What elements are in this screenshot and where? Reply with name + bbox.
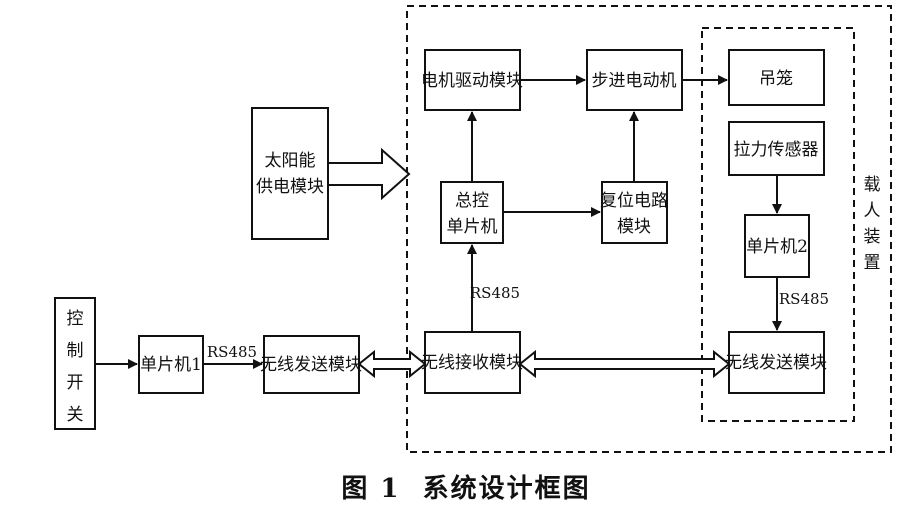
cage-box xyxy=(728,49,825,106)
motor-driver-box xyxy=(424,49,521,111)
arrow-tx-left-rx xyxy=(357,349,427,379)
solar-label-line2: 供电模块 xyxy=(256,177,324,197)
mcu2-label: 单片机2 xyxy=(746,237,808,257)
arrow-solar-to-system xyxy=(327,147,411,201)
tension-label: 拉力传感器 xyxy=(734,140,819,160)
stepper-label: 步进电动机 xyxy=(592,71,677,91)
outer-system-boundary xyxy=(406,5,892,453)
switch-label-char1: 控 xyxy=(67,309,84,329)
main-mcu-label-line2: 单片机 xyxy=(447,217,498,237)
tx-right-box xyxy=(728,331,825,394)
mcu1-label: 单片机1 xyxy=(140,355,202,375)
solar-module-box xyxy=(251,107,329,240)
rs485-mid-label: RS485 xyxy=(470,284,520,302)
mcu1-box xyxy=(138,335,204,394)
tx-right-label: 无线发送模块 xyxy=(725,353,827,373)
arrow-rx-tx-right xyxy=(518,349,731,379)
main-mcu-label-line1: 总控 xyxy=(455,191,489,211)
switch-label-char4: 关 xyxy=(67,405,84,425)
tx-left-label: 无线发送模块 xyxy=(260,355,362,375)
mcu2-box xyxy=(744,214,810,278)
reset-label-line2: 模块 xyxy=(617,217,651,237)
main-mcu-box xyxy=(440,181,504,244)
rs485-left-label: RS485 xyxy=(207,343,257,361)
rx-label: 无线接收模块 xyxy=(421,353,523,373)
carrier-label-char1: 载 xyxy=(864,175,881,195)
reset-circuit-box xyxy=(601,181,668,244)
rx-box xyxy=(424,331,521,394)
solar-label-line1: 太阳能 xyxy=(265,151,316,171)
carrier-label-char3: 装 xyxy=(864,227,881,247)
stepper-motor-box xyxy=(586,49,683,111)
carrier-device-boundary xyxy=(701,27,855,422)
carrier-label-char2: 人 xyxy=(864,201,881,221)
cage-label: 吊笼 xyxy=(759,69,793,89)
switch-label-char3: 开 xyxy=(67,373,84,393)
reset-label-line1: 复位电路 xyxy=(600,191,668,211)
figure-caption: 图 1 系统设计框图 xyxy=(341,473,590,504)
motor-driver-label: 电机驱动模块 xyxy=(421,71,523,91)
carrier-label-char4: 置 xyxy=(864,253,881,273)
switch-label-char2: 制 xyxy=(67,341,84,361)
rs485-right-label: RS485 xyxy=(779,290,829,308)
